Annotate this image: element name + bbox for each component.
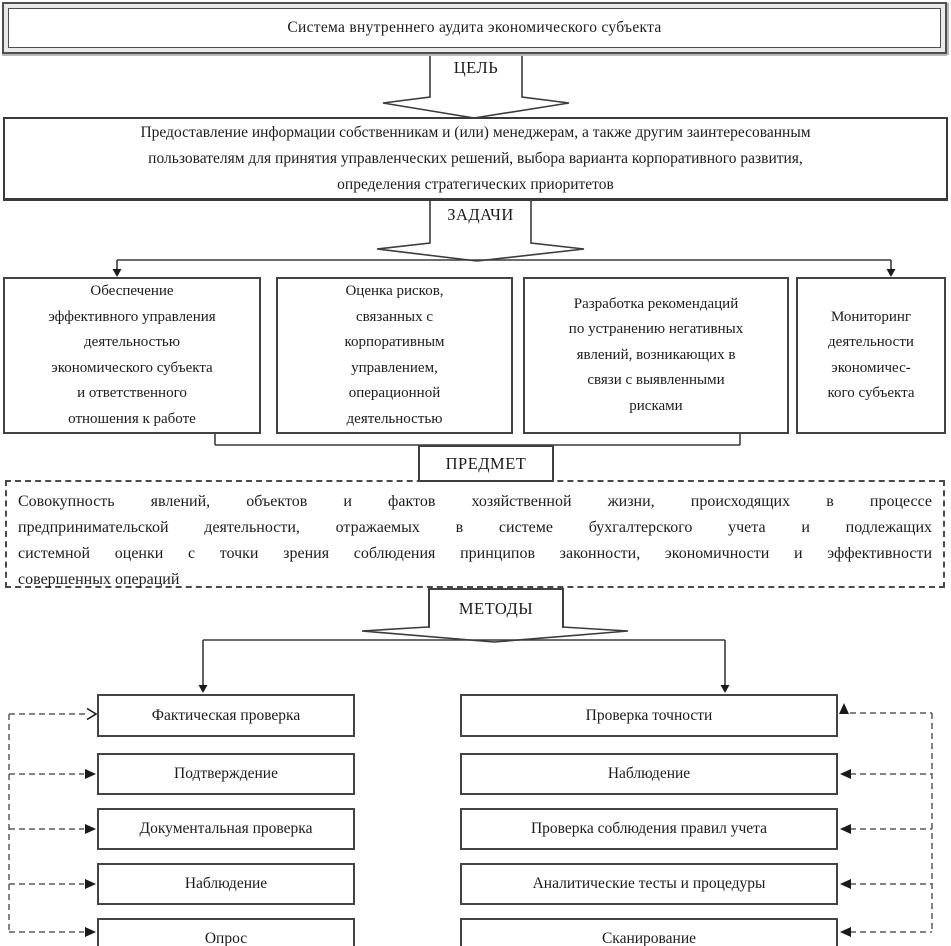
- title-box: Система внутреннего аудита экономическог…: [2, 2, 947, 54]
- method-box-confirmation: Подтверждение: [97, 753, 355, 795]
- task-box-effective-management: Обеспечение эффективного управления деят…: [3, 277, 261, 434]
- goal-arrow: [382, 54, 570, 119]
- tasks-arrow-label: ЗАДАЧИ: [432, 205, 529, 240]
- subject-connector: [214, 433, 741, 446]
- methods-arrow-label: МЕТОДЫ: [428, 588, 564, 628]
- subject-label-box: ПРЕДМЕТ: [418, 445, 554, 482]
- method-box-observation-left: Наблюдение: [97, 863, 355, 905]
- subject-text-line: системной оценки с точки зрения соблюден…: [18, 545, 932, 562]
- subject-text-line: совершенных операций: [18, 571, 180, 588]
- goal-description-box: Предоставление информации собственникам …: [3, 117, 948, 201]
- methods-arrow: [202, 626, 726, 686]
- right-dashed-connector: [850, 712, 933, 933]
- subject-text-line: предпринимательской деятельности, отража…: [18, 519, 932, 536]
- method-box-accuracy-check: Проверка точности: [460, 694, 838, 737]
- task-box-recommendations: Разработка рекомендаций по устранению не…: [523, 277, 789, 434]
- goal-arrow-label: ЦЕЛЬ: [432, 58, 520, 94]
- left-dashed-arrowheads: [85, 707, 98, 937]
- title-text: Система внутреннего аудита экономическог…: [8, 8, 941, 48]
- subject-description-box: Совокупность явлений, объектов и фактов …: [5, 480, 945, 588]
- task-box-risk-assessment: Оценка рисков, связанных с корпоративным…: [276, 277, 513, 434]
- tasks-arrow: [116, 201, 892, 270]
- task-box-monitoring: Мониторинг деятельности экономичес- кого…: [796, 277, 946, 434]
- method-box-observation-right: Наблюдение: [460, 753, 838, 795]
- method-box-factual-check: Фактическая проверка: [97, 694, 355, 737]
- method-box-analytical-tests: Аналитические тесты и процедуры: [460, 863, 838, 905]
- method-box-survey: Опрос: [97, 918, 355, 946]
- left-dashed-connector: [8, 713, 86, 933]
- down-arrowheads: [112, 269, 896, 693]
- method-box-documentary-check: Документальная проверка: [97, 808, 355, 850]
- method-box-scanning: Сканирование: [460, 918, 838, 946]
- method-box-accounting-rules-check: Проверка соблюдения правил учета: [460, 808, 838, 850]
- subject-text-line: Совокупность явлений, объектов и фактов …: [18, 493, 932, 510]
- right-dashed-arrowheads: [839, 703, 851, 937]
